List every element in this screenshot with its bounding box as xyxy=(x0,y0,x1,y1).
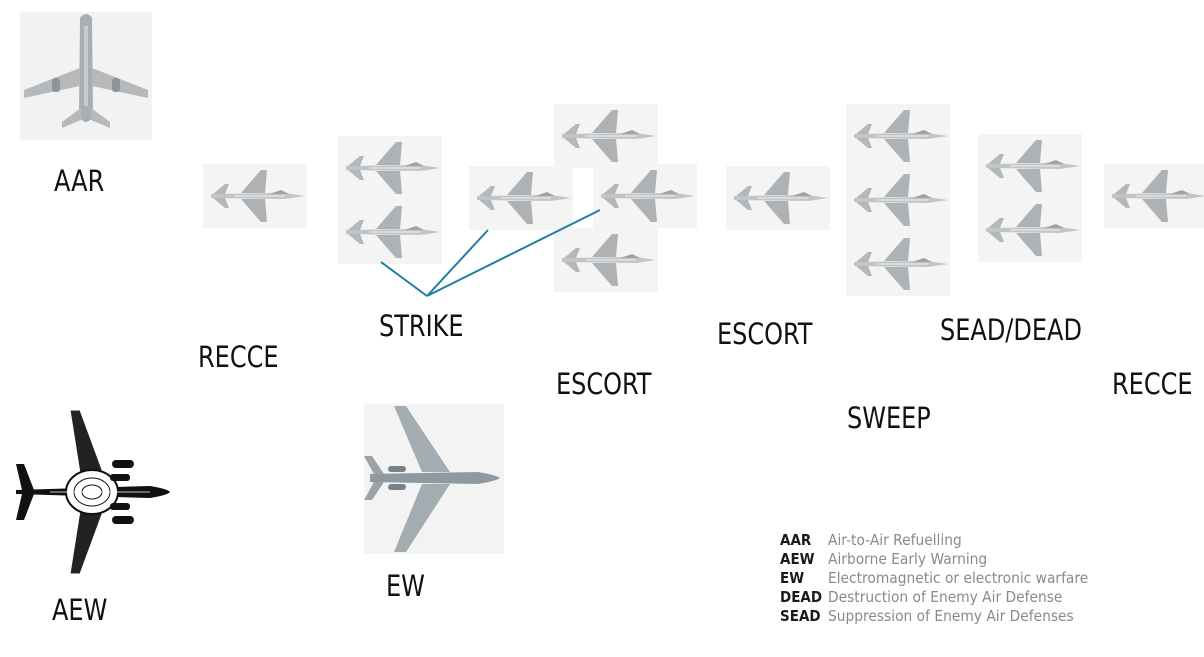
aew-aircraft-icon xyxy=(16,409,170,575)
sweep-fighter-3-icon xyxy=(846,232,950,296)
legend-row: DEAD Destruction of Enemy Air Defense xyxy=(780,588,1111,607)
aar-tanker-icon xyxy=(20,12,152,140)
legend-definition: Suppression of Enemy Air Defenses xyxy=(828,607,1074,625)
recce-left-label: RECCE xyxy=(198,340,279,374)
sead-dead-label: SEAD/DEAD xyxy=(940,313,1082,347)
legend-definition: Destruction of Enemy Air Defense xyxy=(828,588,1063,606)
strike-label: STRIKE xyxy=(379,309,464,343)
strike-fighter-2-icon xyxy=(338,200,442,264)
strike-fighter-1-icon xyxy=(338,136,442,200)
aar-label: AAR xyxy=(54,164,105,198)
ew-label: EW xyxy=(386,569,425,603)
legend-row: AAR Air-to-Air Refuelling xyxy=(780,531,1111,550)
legend-abbr: EW xyxy=(780,569,805,587)
escort-lower-fighter-2-icon xyxy=(593,164,697,228)
legend-abbr: AAR xyxy=(780,531,812,549)
escort-lower-label: ESCORT xyxy=(556,367,652,401)
legend-row: AEW Airborne Early Warning xyxy=(780,550,1111,569)
legend-abbr: AEW xyxy=(780,550,815,568)
sweep-fighter-2-icon xyxy=(846,168,950,232)
strike-connector-lines xyxy=(380,209,601,297)
legend-row: EW Electromagnetic or electronic warfare xyxy=(780,569,1111,588)
strike-fighter-3-icon xyxy=(469,166,573,230)
escort-lower-fighter-1-icon xyxy=(554,104,658,168)
legend-row: SEAD Suppression of Enemy Air Defenses xyxy=(780,607,1111,626)
recce-right-fighter-icon xyxy=(1104,164,1204,228)
recce-right-label: RECCE xyxy=(1112,367,1193,401)
ew-aircraft-icon xyxy=(364,404,504,554)
legend-definition: Electromagnetic or electronic warfare xyxy=(828,569,1089,587)
sead-fighter-2-icon xyxy=(978,198,1082,262)
escort-upper-fighter-icon xyxy=(726,166,830,230)
aew-label: AEW xyxy=(52,593,108,627)
legend-abbr: DEAD xyxy=(780,588,823,606)
sweep-fighter-1-icon xyxy=(846,104,950,168)
legend-definition: Air-to-Air Refuelling xyxy=(828,531,962,549)
abbreviation-legend: AAR Air-to-Air Refuelling AEW Airborne Ear… xyxy=(780,531,1111,626)
recce-left-fighter-icon xyxy=(203,164,307,228)
sead-fighter-1-icon xyxy=(978,134,1082,198)
legend-abbr: SEAD xyxy=(780,607,821,625)
escort-lower-fighter-3-icon xyxy=(554,228,658,292)
sweep-label: SWEEP xyxy=(847,401,931,435)
legend-definition: Airborne Early Warning xyxy=(828,550,988,568)
escort-upper-label: ESCORT xyxy=(717,317,813,351)
